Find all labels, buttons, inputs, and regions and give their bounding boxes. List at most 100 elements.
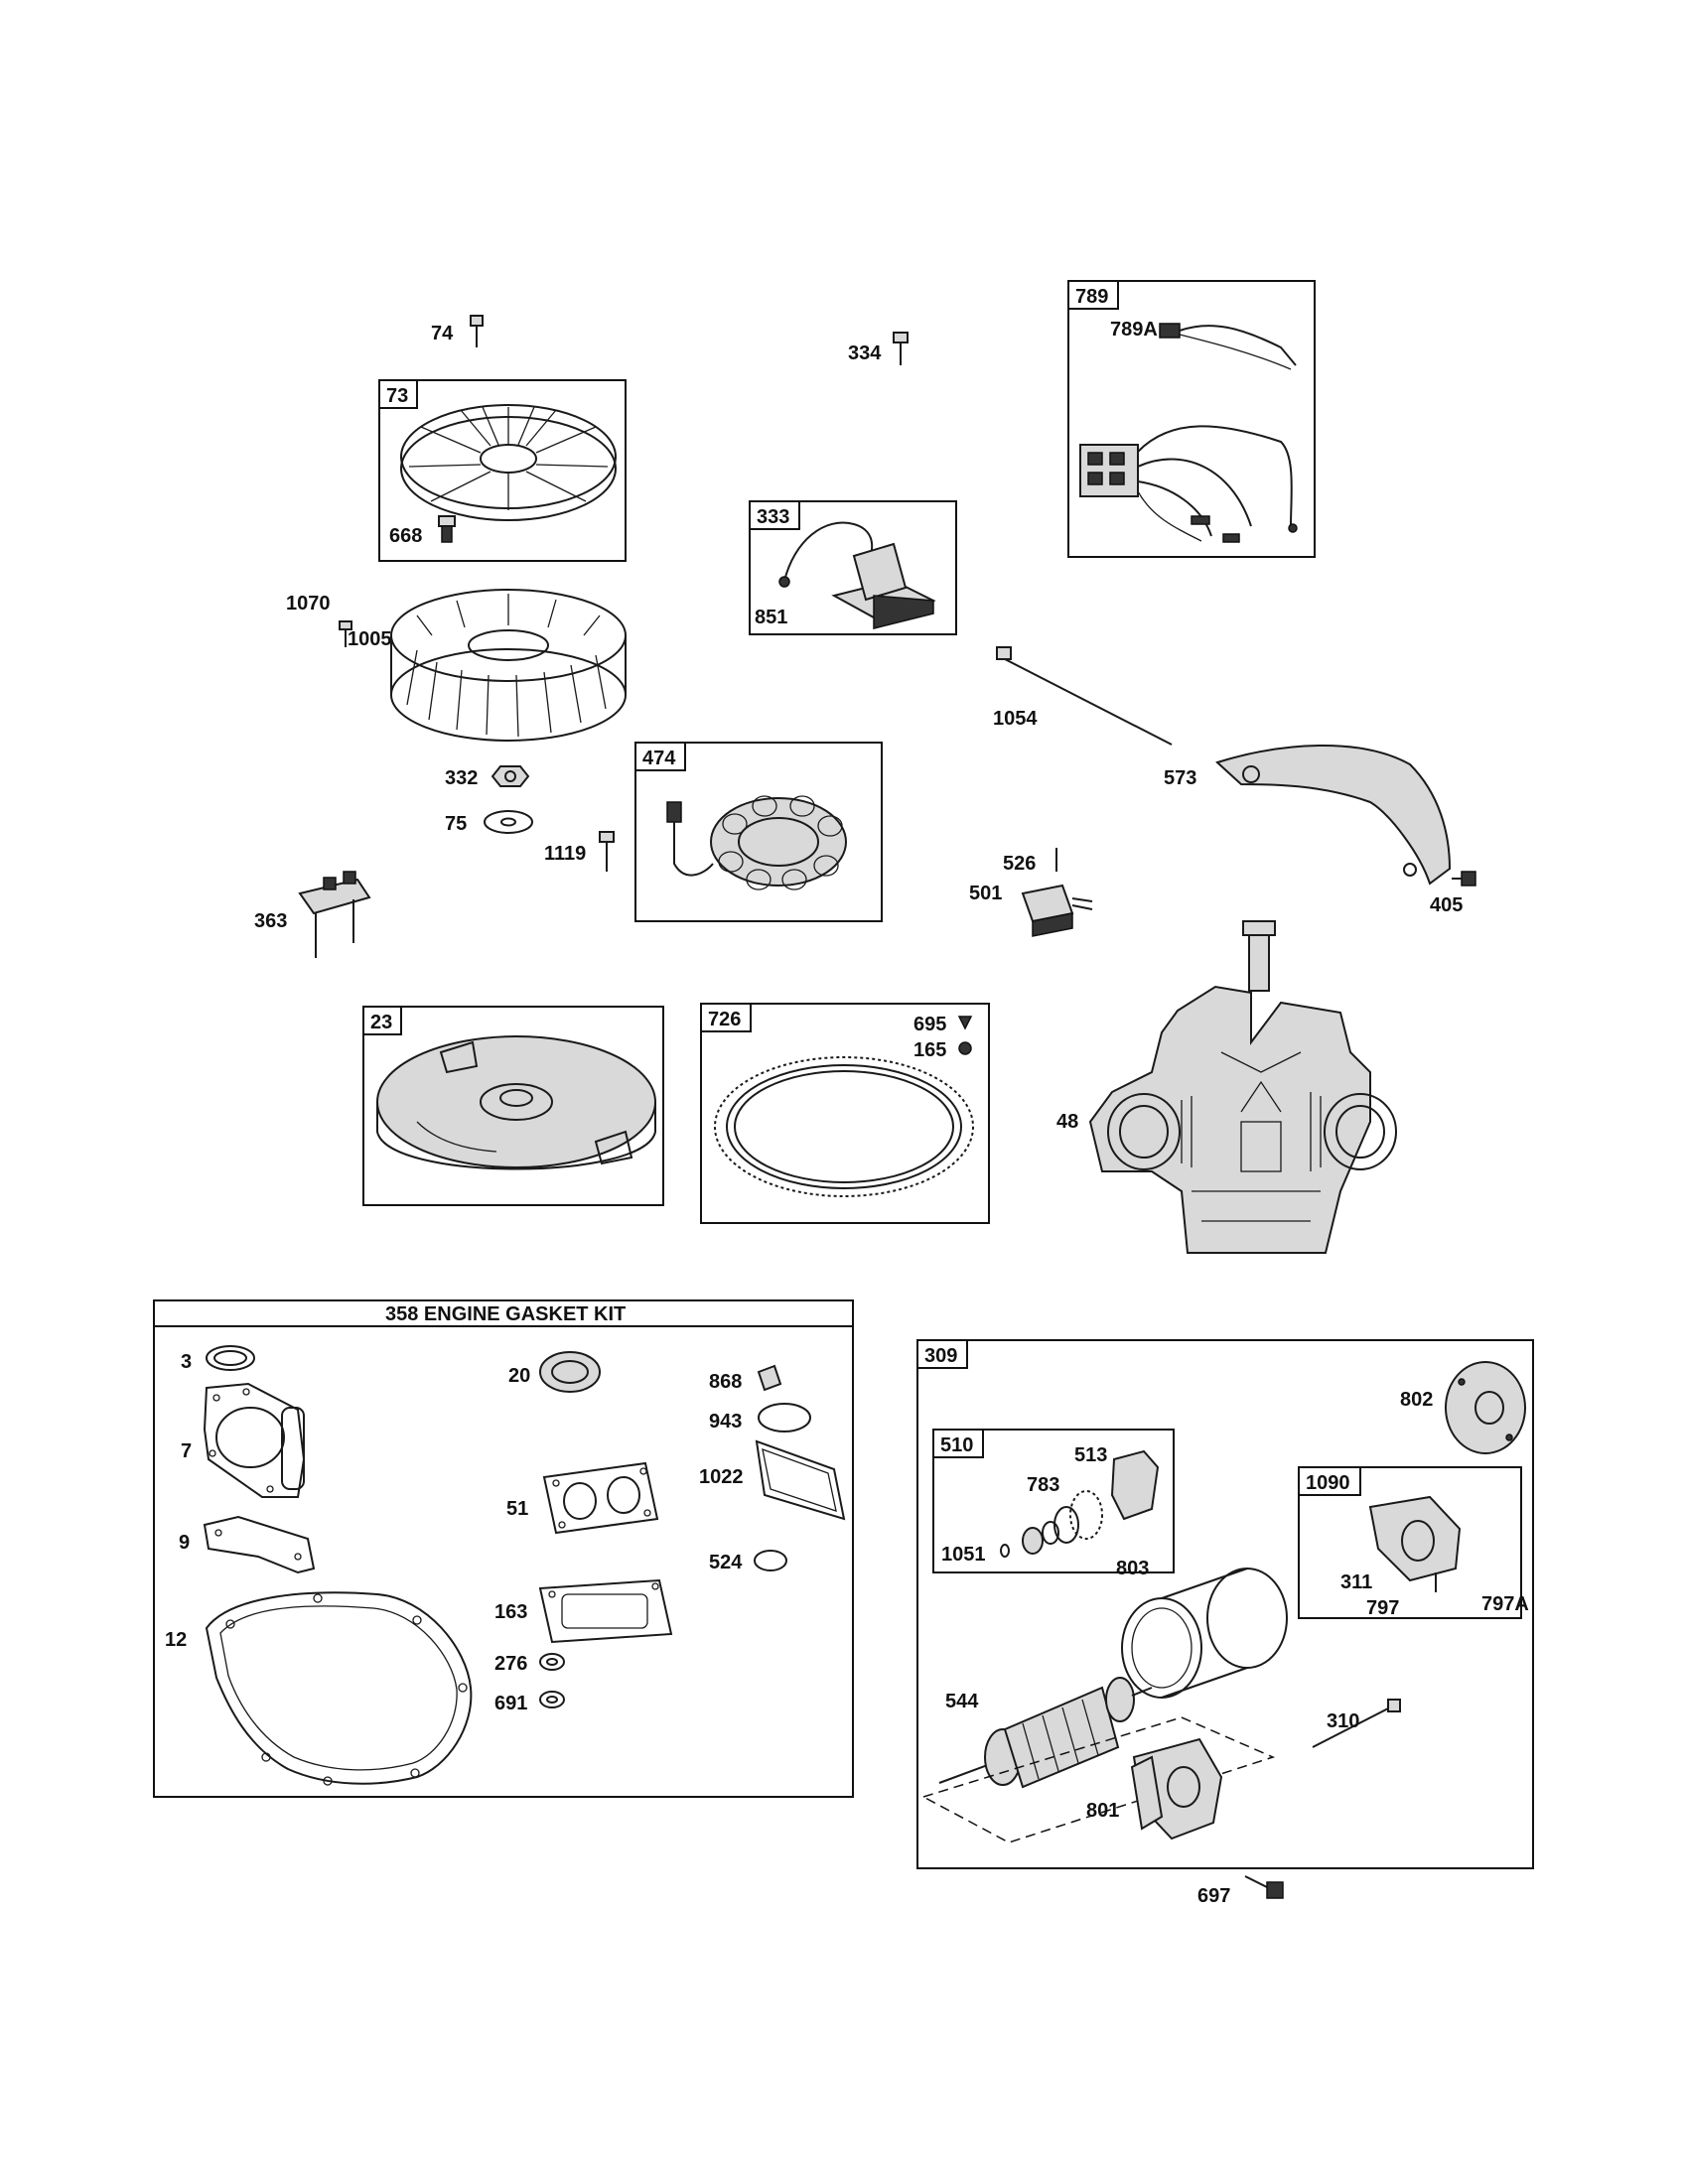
tag-726 — [700, 1003, 752, 1032]
label-276: 276 — [494, 1653, 527, 1675]
box-label-726: 726 — [708, 1009, 741, 1030]
label-1070: 1070 — [286, 593, 331, 614]
gasket-9 — [203, 1515, 316, 1574]
label-48: 48 — [1056, 1111, 1078, 1133]
box-label-309: 309 — [924, 1345, 957, 1367]
label-501: 501 — [969, 883, 1002, 904]
gasket-163 — [538, 1578, 673, 1644]
label-20: 20 — [508, 1365, 530, 1387]
label-797: 797 — [1366, 1597, 1399, 1619]
label-332: 332 — [445, 767, 478, 789]
bolt-334 — [893, 332, 909, 365]
box-510 — [932, 1429, 1175, 1573]
drive-kit-510 — [1000, 1449, 1160, 1558]
label-7: 7 — [181, 1440, 192, 1462]
box-label-23: 23 — [370, 1012, 392, 1033]
label-1022: 1022 — [699, 1466, 744, 1488]
label-851: 851 — [755, 607, 787, 628]
label-75: 75 — [445, 813, 467, 835]
head-gasket-7 — [203, 1382, 306, 1498]
tag-510 — [932, 1429, 984, 1458]
flywheel-23 — [376, 1035, 656, 1170]
end-plate-801 — [921, 1716, 1276, 1843]
label-1005: 1005 — [348, 628, 392, 650]
box-label-510: 510 — [940, 1434, 973, 1456]
label-526: 526 — [1003, 853, 1036, 875]
ring-gear — [714, 1056, 974, 1197]
label-363: 363 — [254, 910, 287, 932]
screw-668 — [438, 515, 456, 543]
box-726 — [700, 1003, 990, 1224]
label-868: 868 — [709, 1371, 742, 1393]
seal-868 — [757, 1364, 782, 1392]
label-544: 544 — [945, 1691, 979, 1712]
gasket-1022 — [755, 1439, 846, 1521]
rectifier-501 — [1021, 884, 1093, 937]
gasket-kit-title: 358 ENGINE GASKET KIT — [385, 1303, 626, 1325]
bolt-1119 — [599, 831, 615, 872]
box-358-gasket-kit — [153, 1299, 854, 1798]
label-943: 943 — [709, 1411, 742, 1433]
crankcase-gasket-12 — [205, 1591, 473, 1786]
label-9: 9 — [179, 1532, 190, 1554]
seal-691 — [539, 1691, 565, 1708]
label-1119: 1119 — [544, 843, 586, 865]
label-310: 310 — [1327, 1710, 1359, 1732]
nut-332 — [491, 765, 530, 787]
bolt-310 — [1312, 1699, 1401, 1748]
label-573: 573 — [1164, 767, 1196, 789]
gasket-51 — [542, 1461, 659, 1535]
alternator-stator — [666, 795, 847, 890]
box-label-474: 474 — [642, 748, 676, 769]
seal-3 — [206, 1345, 255, 1371]
tag-309 — [916, 1339, 968, 1369]
label-695: 695 — [913, 1014, 946, 1035]
box-label-1090: 1090 — [1306, 1472, 1350, 1494]
label-801: 801 — [1086, 1800, 1119, 1822]
label-405: 405 — [1430, 894, 1463, 916]
box-309 — [916, 1339, 1534, 1869]
armature-544 — [938, 1677, 1153, 1789]
housing-803 — [1121, 1568, 1288, 1699]
label-802: 802 — [1400, 1389, 1433, 1411]
tag-23 — [362, 1006, 402, 1035]
label-334: 334 — [848, 342, 882, 364]
label-783: 783 — [1027, 1474, 1059, 1496]
label-12: 12 — [165, 1629, 187, 1651]
o-ring-524 — [754, 1550, 787, 1571]
label-311: 311 — [1340, 1571, 1372, 1593]
seal-276 — [539, 1653, 565, 1671]
tag-333 — [749, 500, 800, 530]
label-797A: 797A — [1481, 1593, 1529, 1615]
label-51: 51 — [506, 1498, 528, 1520]
tag-1090 — [1298, 1466, 1361, 1496]
label-789A: 789A — [1110, 319, 1158, 341]
wiring-harness — [1079, 323, 1298, 543]
label-1054: 1054 — [993, 708, 1038, 730]
label-697: 697 — [1197, 1885, 1230, 1907]
bolt-405 — [1452, 871, 1476, 887]
washer-75 — [484, 810, 533, 834]
crankcase-48 — [1088, 920, 1397, 1254]
cable-tie-1054 — [996, 646, 1173, 746]
box-333 — [749, 500, 957, 635]
screen-73 — [400, 404, 617, 521]
box-label-333: 333 — [757, 506, 789, 528]
tag-474 — [634, 742, 686, 771]
fan-1005 — [390, 589, 627, 742]
seal-20 — [539, 1351, 601, 1393]
tag-789 — [1067, 280, 1119, 310]
label-165: 165 — [913, 1039, 946, 1061]
hardware-695-165 — [957, 1016, 973, 1055]
label-524: 524 — [709, 1552, 743, 1573]
tag-73 — [378, 379, 418, 409]
bolt-74 — [470, 315, 484, 347]
box-label-789: 789 — [1075, 286, 1108, 308]
box-label-73: 73 — [386, 385, 408, 407]
label-691: 691 — [494, 1693, 527, 1714]
label-1051: 1051 — [941, 1544, 986, 1566]
label-3: 3 — [181, 1351, 192, 1373]
o-ring-943 — [758, 1403, 811, 1433]
box-1090 — [1298, 1466, 1522, 1619]
